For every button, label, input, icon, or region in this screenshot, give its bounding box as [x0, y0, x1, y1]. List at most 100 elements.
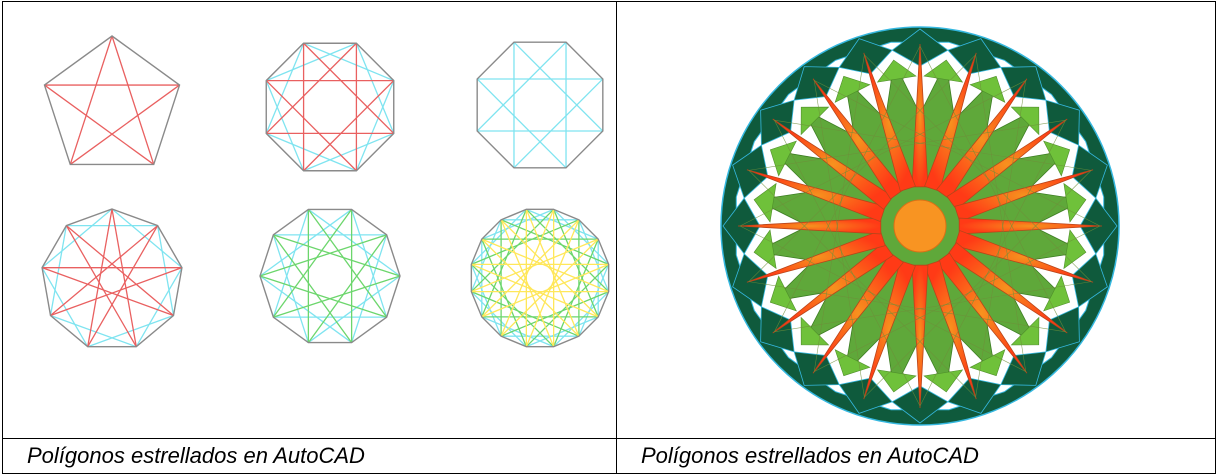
star-line: [470, 291, 527, 348]
star-line: [307, 275, 401, 344]
star-line: [272, 234, 353, 343]
polygon-outline: [265, 42, 395, 172]
green-ray: [753, 229, 777, 270]
orange-spike: [863, 260, 916, 400]
star-line: [975, 80, 1027, 398]
star-line: [471, 263, 599, 318]
green-ray: [969, 75, 1006, 103]
green-ray: [1010, 106, 1040, 136]
star-line: [470, 264, 502, 337]
orange-spike: [911, 43, 929, 188]
star-line: [470, 219, 502, 292]
star-line: [578, 264, 610, 337]
orange-spike: [911, 264, 929, 409]
star-line: [351, 234, 388, 343]
orange-spike: [737, 217, 882, 235]
orange-spike: [958, 217, 1103, 235]
star-line: [739, 225, 1026, 372]
right-caption-cell: Polígonos estrellados en AutoCAD: [616, 438, 1216, 474]
star-line: [814, 225, 1101, 372]
star-polygon-16: [470, 208, 610, 348]
star-line: [526, 316, 599, 348]
star-line: [259, 234, 387, 277]
star-line: [307, 234, 388, 343]
star-line: [481, 208, 554, 240]
orange-spike: [746, 230, 886, 283]
star-line: [265, 43, 305, 134]
star-line: [553, 291, 610, 348]
green-ray: [769, 275, 797, 312]
star-line: [864, 170, 1092, 398]
star-line: [50, 267, 183, 317]
star-line: [481, 316, 554, 348]
star-line: [500, 219, 555, 347]
green-ray: [769, 140, 797, 177]
star-line: [748, 281, 1066, 333]
star-line: [975, 54, 1027, 372]
star-line: [355, 43, 395, 134]
star-line: [774, 119, 1092, 171]
left-caption: Polígonos estrellados en AutoCAD: [27, 443, 365, 468]
star-line: [135, 267, 183, 348]
star-line: [50, 314, 137, 348]
star-line: [273, 275, 401, 318]
green-ray: [1043, 140, 1071, 177]
right-figure-cell: [616, 1, 1216, 439]
star-line: [265, 42, 357, 134]
star-polygon-8: [476, 41, 604, 169]
star-line: [111, 208, 137, 347]
star-line: [272, 234, 309, 343]
star-line: [813, 54, 865, 372]
green-ray: [800, 106, 830, 136]
star-polygon-9: [41, 208, 183, 348]
star-line: [500, 238, 599, 337]
green-ray: [923, 59, 964, 83]
star-line: [500, 219, 599, 318]
star-line: [44, 84, 155, 165]
star-line: [864, 54, 1092, 282]
left-caption-cell: Polígonos estrellados en AutoCAD: [2, 438, 617, 474]
star-line: [470, 208, 555, 293]
star-line: [919, 45, 1066, 332]
star-line: [273, 234, 401, 277]
center-disc: [893, 199, 947, 253]
orange-spike: [936, 252, 1028, 374]
star-line: [814, 80, 1101, 227]
orange-spike: [924, 260, 977, 400]
star-line: [303, 80, 395, 172]
star-line: [65, 225, 174, 316]
star-line: [526, 208, 599, 240]
star-line: [49, 225, 68, 316]
star-line: [307, 209, 388, 318]
star-line: [265, 80, 305, 171]
star-line: [69, 35, 113, 165]
orange-spike: [812, 78, 904, 200]
star-line: [500, 219, 609, 265]
orange-spike: [946, 242, 1068, 334]
star-line: [748, 170, 976, 398]
star-line: [272, 209, 309, 318]
star-line: [259, 208, 353, 277]
star-line: [525, 208, 610, 293]
orange-spike: [863, 52, 916, 192]
star-line: [41, 267, 174, 317]
star-line: [481, 238, 609, 293]
star-line: [87, 314, 174, 348]
orange-spike: [772, 118, 894, 210]
star-line: [525, 219, 580, 347]
star-line: [553, 208, 610, 265]
star-line: [259, 275, 387, 318]
green-ray: [1010, 316, 1040, 346]
right-caption: Polígonos estrellados en AutoCAD: [641, 443, 979, 468]
star-line: [266, 42, 357, 82]
star-line: [111, 208, 183, 269]
star-line: [578, 219, 610, 292]
star-line: [470, 208, 527, 265]
green-ray: [800, 316, 830, 346]
star-line: [266, 132, 357, 172]
left-figure-cell: [2, 1, 617, 439]
star-polygon-5: [43, 35, 181, 166]
star-line: [481, 219, 580, 318]
green-ray: [1063, 182, 1087, 223]
star-line: [513, 78, 604, 169]
